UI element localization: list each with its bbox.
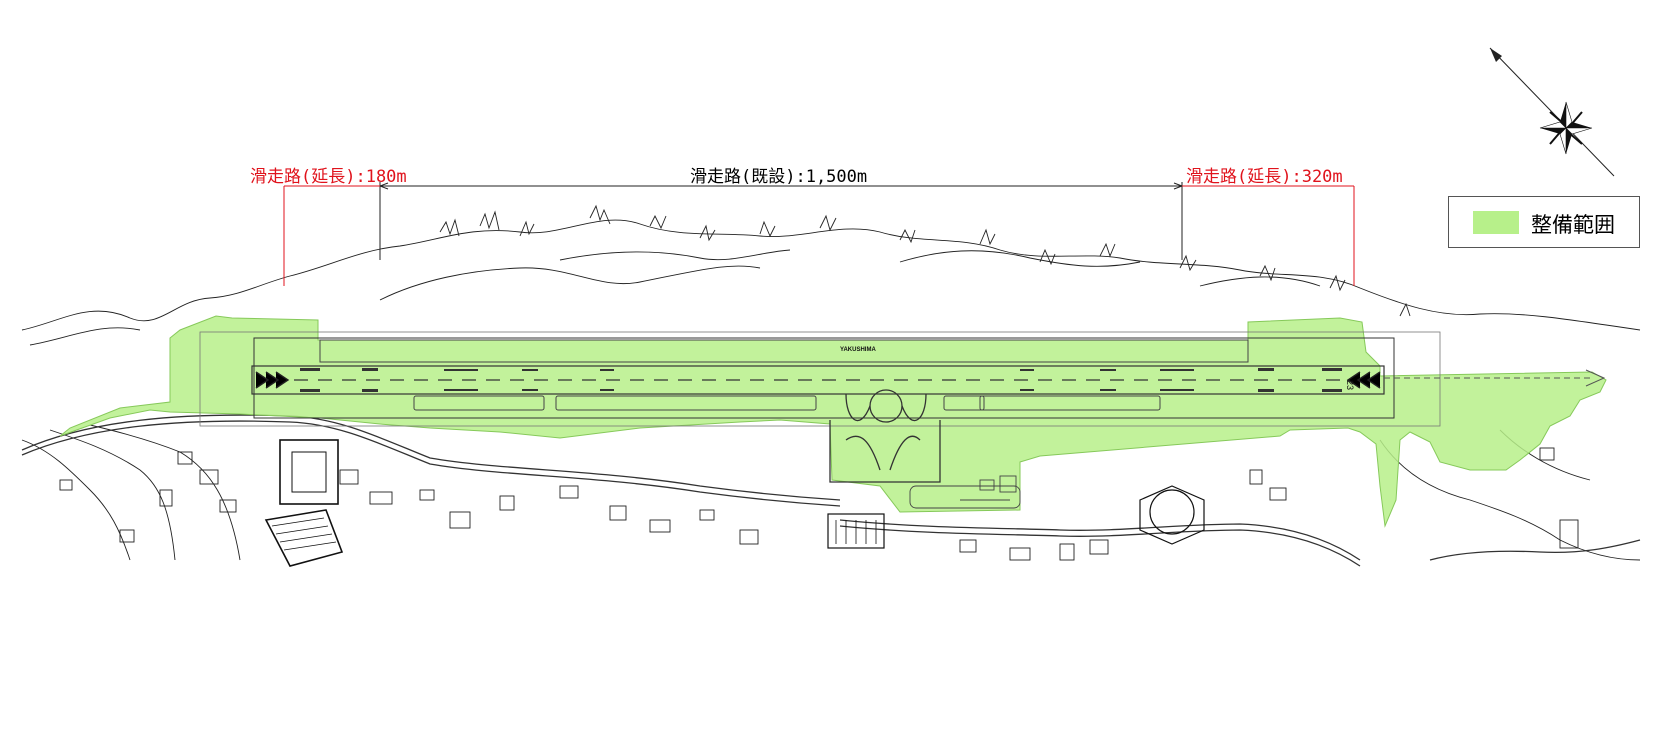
development-area <box>59 315 1607 528</box>
apron-detail <box>909 475 1021 509</box>
legend-label: 整備範囲 <box>1531 213 1615 237</box>
runway <box>251 365 1606 395</box>
road-network <box>21 414 1641 567</box>
runway-existing-label: 滑走路(既設):1,500m <box>690 167 868 187</box>
parking-lot-central <box>827 513 885 549</box>
runway-name: YAKUSHIMA <box>840 347 876 353</box>
legend-swatch <box>1473 211 1519 234</box>
taxiway-loops <box>829 389 941 483</box>
dimension-lines <box>283 182 1355 286</box>
runway-extension-east-label: 滑走路(延長):320m <box>1186 167 1343 187</box>
circular-facility <box>1139 485 1205 545</box>
compass-rose-icon <box>1489 47 1615 177</box>
terminal-complex-west <box>264 439 344 567</box>
map-legend: 整備範囲 <box>1448 196 1640 248</box>
building-footprints <box>59 447 1579 561</box>
runway-extension-west-label: 滑走路(延長):180m <box>250 167 407 187</box>
coastline-linework <box>21 204 1641 561</box>
runway-shoulders <box>319 339 1249 411</box>
runway-designator-east: 23 <box>1345 380 1355 390</box>
